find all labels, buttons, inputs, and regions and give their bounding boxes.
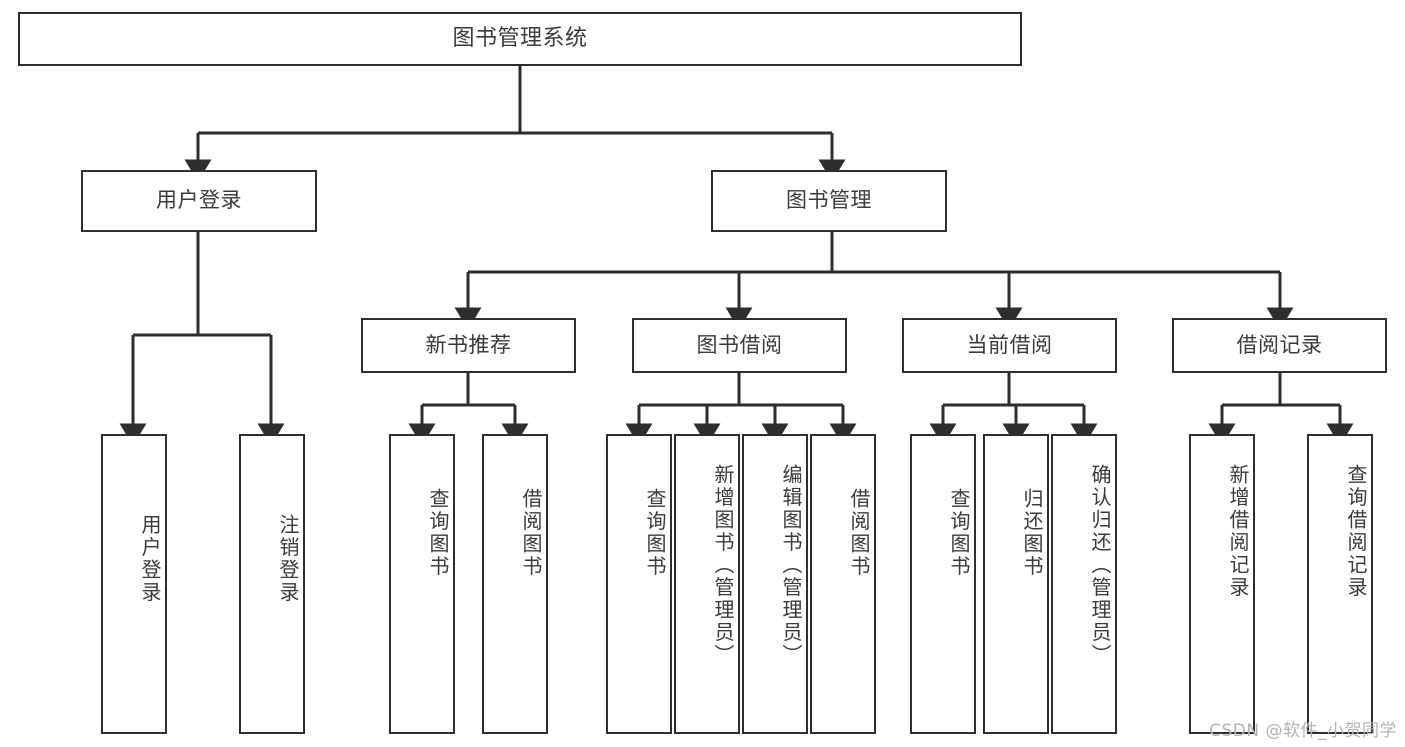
leaf-confirm-return-admin[interactable]: 确认归还（管理员）	[1051, 434, 1117, 734]
node-user-login[interactable]: 用户登录	[81, 170, 317, 232]
csdn-watermark: CSDN @软件_小贺同学	[1209, 721, 1397, 741]
node-root[interactable]: 图书管理系统	[18, 12, 1022, 66]
node-current-borrow[interactable]: 当前借阅	[902, 318, 1117, 373]
node-book-borrow[interactable]: 图书借阅	[632, 318, 847, 373]
leaf-logout-login[interactable]: 注销登录	[239, 434, 305, 734]
leaf-query-book-recommend[interactable]: 查询图书	[389, 434, 455, 734]
leaf-borrow-book[interactable]: 借阅图书	[810, 434, 876, 734]
leaf-query-book-borrow[interactable]: 查询图书	[606, 434, 672, 734]
node-book-manage[interactable]: 图书管理	[711, 170, 947, 232]
leaf-query-book-current[interactable]: 查询图书	[910, 434, 976, 734]
node-new-book-recommend[interactable]: 新书推荐	[361, 318, 576, 373]
leaf-return-book[interactable]: 归还图书	[983, 434, 1049, 734]
leaf-borrow-book-recommend[interactable]: 借阅图书	[482, 434, 548, 734]
leaf-user-login[interactable]: 用户登录	[101, 434, 167, 734]
leaf-query-borrow-record[interactable]: 查询借阅记录	[1307, 434, 1373, 734]
leaf-add-book-admin[interactable]: 新增图书（管理员）	[674, 434, 740, 734]
node-borrow-record[interactable]: 借阅记录	[1172, 318, 1387, 373]
leaf-edit-book-admin[interactable]: 编辑图书（管理员）	[742, 434, 808, 734]
leaf-add-borrow-record[interactable]: 新增借阅记录	[1189, 434, 1255, 734]
